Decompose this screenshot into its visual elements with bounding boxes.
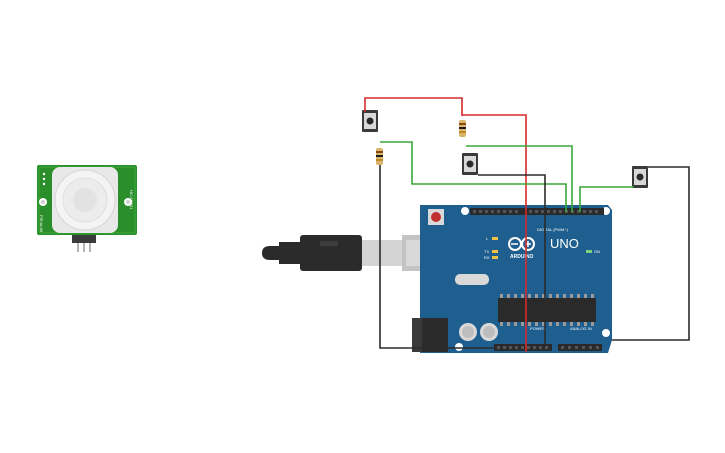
pushbutton-1[interactable] [362,110,378,132]
wire-black-3[interactable] [612,166,690,341]
wire-black-2[interactable] [478,174,546,346]
brand-label: ARDUINO [510,254,533,260]
tx-led [492,250,498,253]
rx-label: RX [484,255,490,260]
resistor-1[interactable] [459,120,466,137]
wire-green-2[interactable] [466,145,573,212]
wire-red-1[interactable] [364,97,527,352]
atmega-chip [498,298,596,322]
analog-label: ANALOG IN [570,326,592,331]
resistor-2[interactable] [376,148,383,165]
pushbutton-2[interactable] [462,153,478,175]
usb-connector-shell [362,240,402,266]
usb-plug-body [300,235,362,271]
digital-label: DIGITAL (PWM~) [537,227,569,232]
tx-label: TX [484,249,489,254]
pushbutton-3[interactable] [632,166,648,188]
rx-led [492,256,498,259]
wire-green-3[interactable] [579,186,634,212]
board-hole [602,329,610,337]
arduino-uno-board[interactable]: DIGITAL (PWM~) ARDUINO UNO L TX RX ON [412,205,612,353]
on-led [586,250,592,253]
l-led [492,237,498,240]
wire-green-1[interactable] [380,141,567,212]
pir-sensor[interactable]: HC-SR501 PIR ALIM [37,165,137,252]
model-label: UNO [550,236,579,251]
arduino-logo [508,237,535,251]
pir-label: HC-SR501 [129,190,134,210]
board-hole [455,343,463,351]
wire-black-1[interactable] [379,165,494,349]
analog-header [558,344,602,351]
pir-side-label: PIR ALIM [39,215,44,232]
crystal [455,274,489,285]
pir-header [72,235,96,243]
l-led-label: L [486,236,489,241]
board-hole [461,207,469,215]
on-label: ON [594,249,600,254]
power-label: POWER [530,326,545,331]
